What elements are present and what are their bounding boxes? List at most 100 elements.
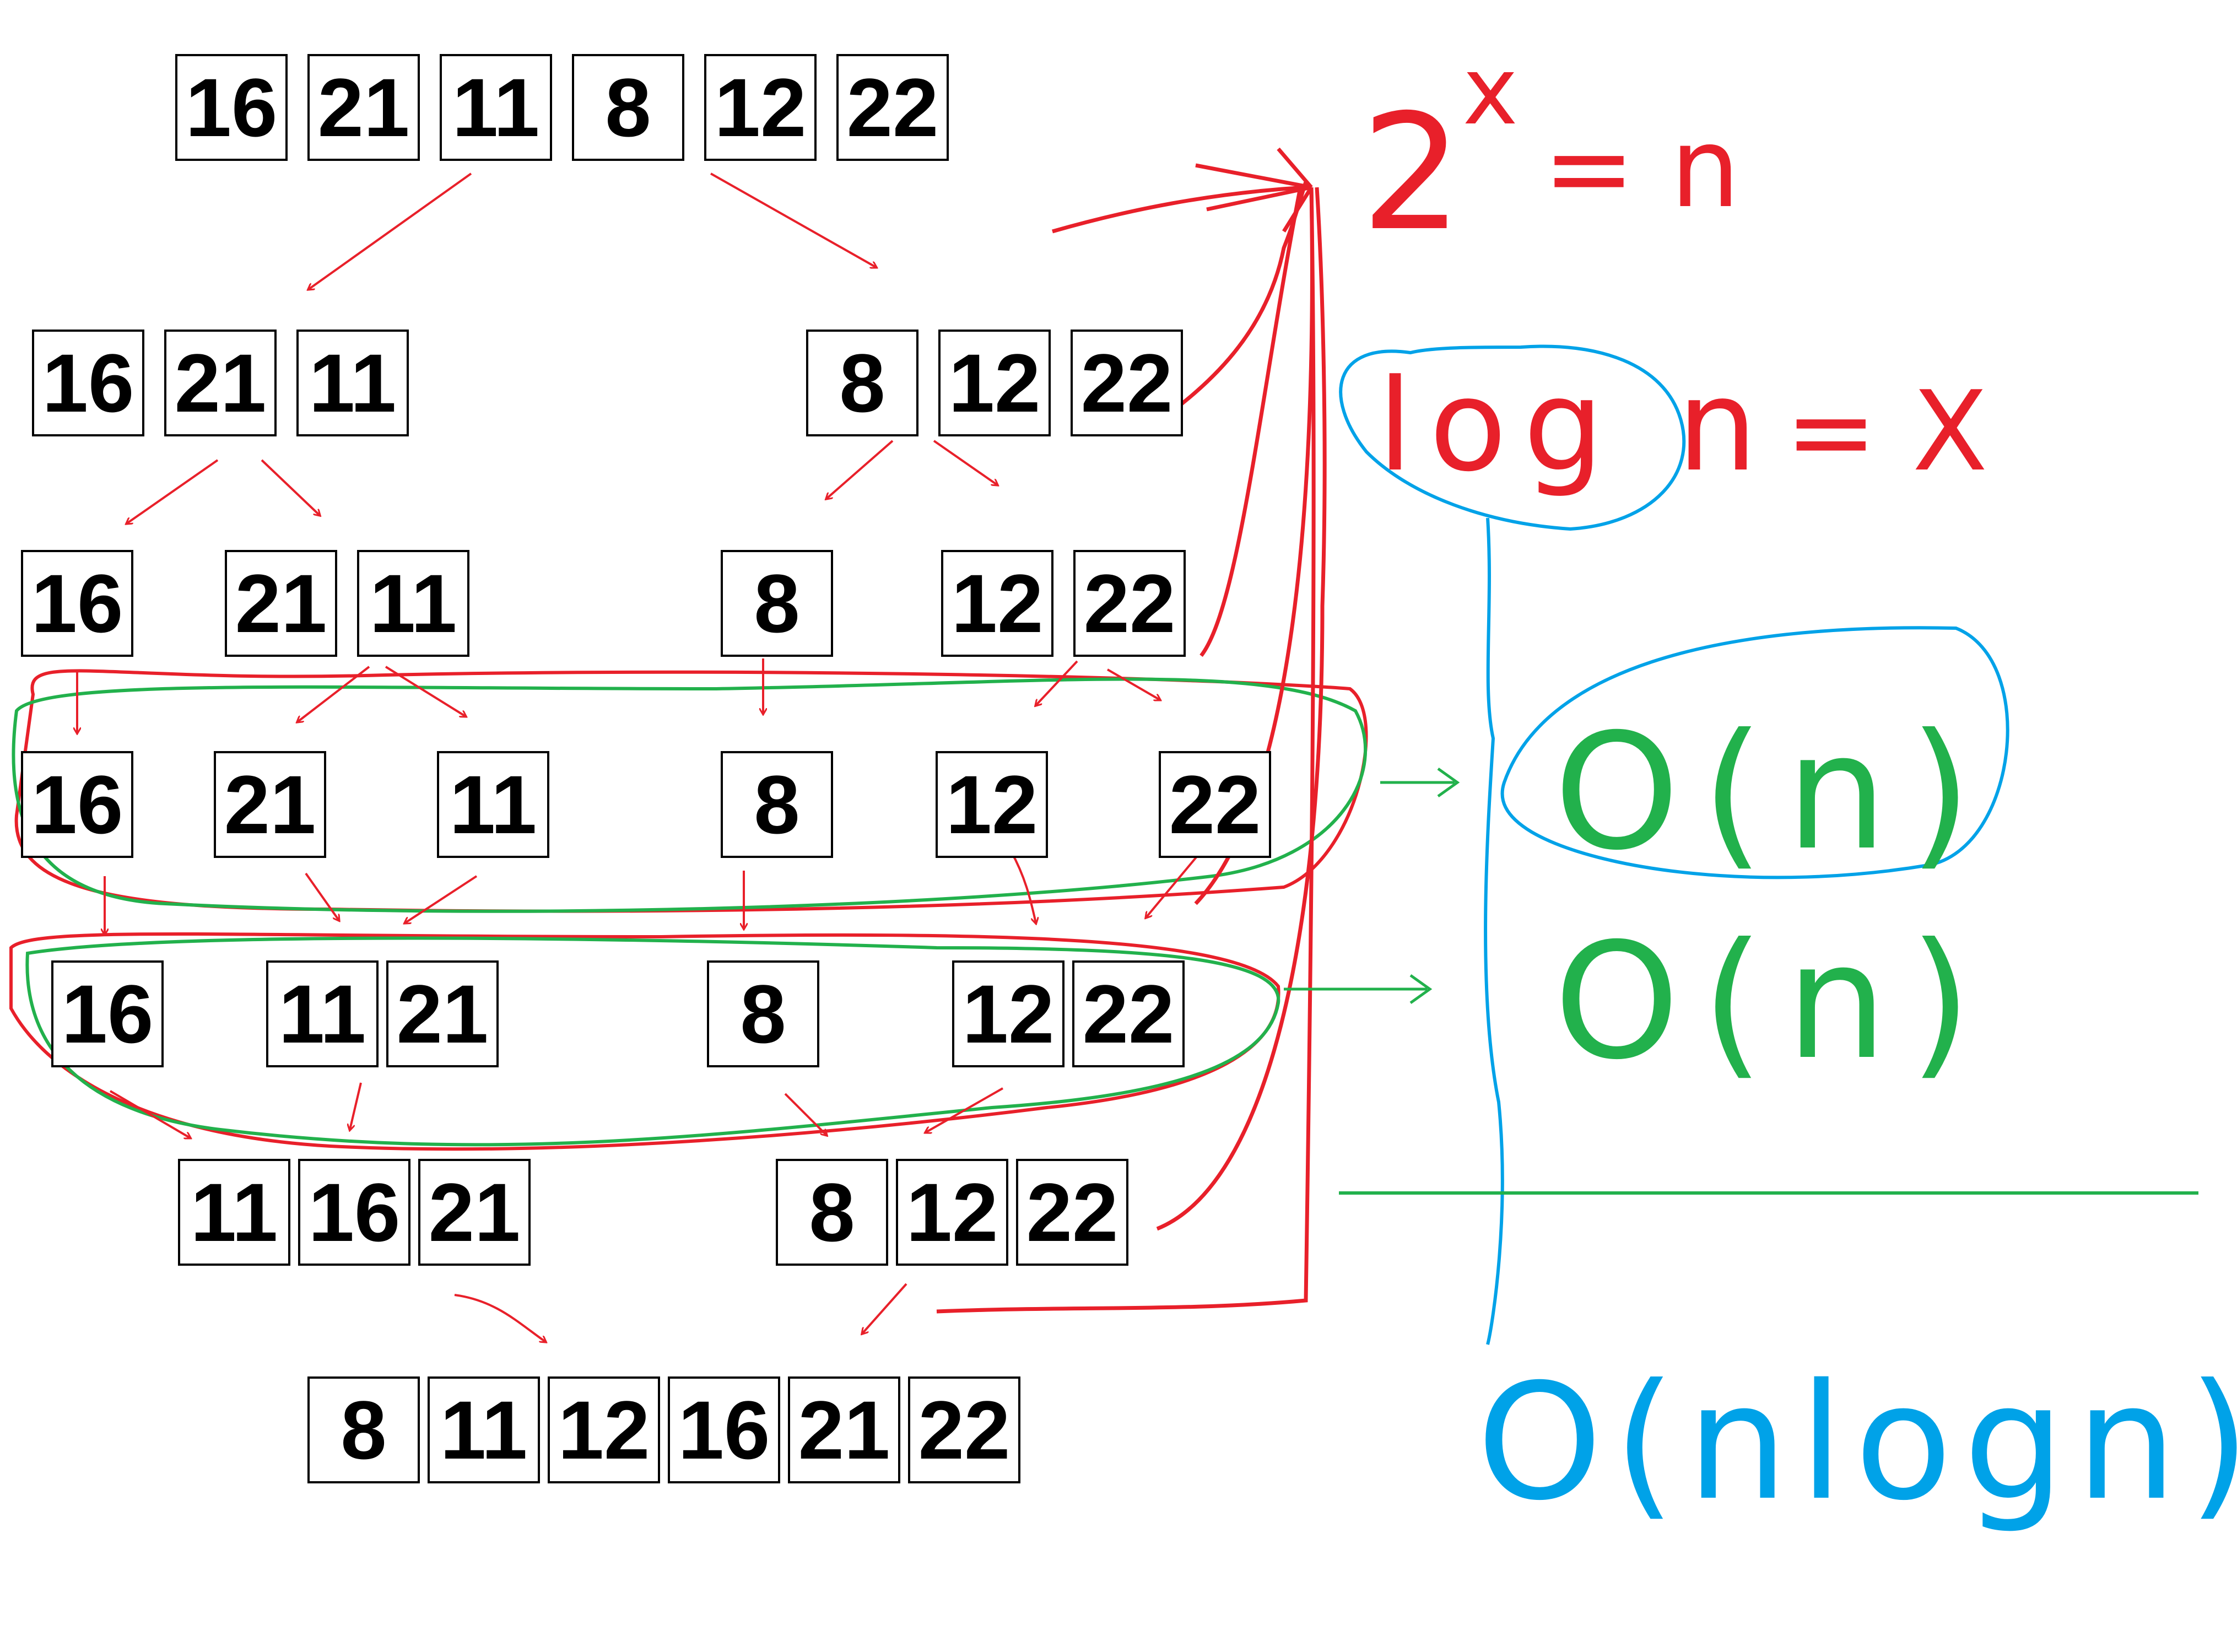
number-cell-box xyxy=(936,751,1048,858)
log-equation: log n= X xyxy=(1377,353,1988,500)
number-cell-box xyxy=(418,1159,531,1266)
number-value: 8 xyxy=(754,557,799,650)
number-cell: 8 xyxy=(307,1376,420,1483)
number-value: 16 xyxy=(186,61,278,154)
number-cell: 12 xyxy=(941,550,1053,657)
number-value: 8 xyxy=(809,1166,855,1259)
number-cell: 22 xyxy=(1159,751,1271,858)
merge-arrow xyxy=(1010,851,1036,923)
number-cell: 21 xyxy=(225,550,337,657)
number-value: 21 xyxy=(318,61,410,154)
number-value: 11 xyxy=(279,968,366,1060)
number-cell-box xyxy=(776,1159,888,1266)
merge-arrow xyxy=(109,1090,190,1138)
number-cell-box xyxy=(704,54,817,161)
total-cost: O(nlogn) xyxy=(1477,1350,2237,1536)
number-value: 22 xyxy=(1169,758,1261,851)
number-cell-box xyxy=(225,550,337,657)
number-value: 8 xyxy=(754,758,799,851)
number-cell-box xyxy=(437,751,549,858)
number-cell: 11 xyxy=(437,751,549,858)
number-cell-box xyxy=(836,54,949,161)
number-value: 12 xyxy=(715,61,807,154)
number-cell: 8 xyxy=(776,1159,888,1266)
merge-arrow xyxy=(1146,850,1202,917)
number-cell-box xyxy=(307,1376,420,1483)
number-value: 8 xyxy=(839,337,885,429)
number-value: 11 xyxy=(191,1166,278,1259)
number-value: 8 xyxy=(740,968,786,1060)
number-cell: 11 xyxy=(428,1376,540,1483)
level-cost-1: O(n) xyxy=(1554,700,1994,886)
number-cell: 22 xyxy=(908,1376,1020,1483)
number-value: 16 xyxy=(42,337,134,429)
number-cell-box xyxy=(164,330,277,436)
merge-arrow xyxy=(405,875,478,923)
number-value: 8 xyxy=(341,1384,386,1476)
log-equation-bubble xyxy=(1339,344,1686,531)
number-value: 11 xyxy=(309,337,397,429)
number-cell-box xyxy=(298,1159,410,1266)
number-cell-box xyxy=(357,550,469,657)
number-cell: 12 xyxy=(548,1376,660,1483)
number-cell: 22 xyxy=(836,54,949,161)
green-level-loop-1 xyxy=(12,677,1368,913)
number-value: 16 xyxy=(31,557,123,650)
number-cell: 12 xyxy=(896,1159,1008,1266)
log-rest: = X xyxy=(1785,368,1988,496)
number-value: 8 xyxy=(605,61,651,154)
number-value: 11 xyxy=(370,557,457,650)
number-cell-box xyxy=(896,1159,1008,1266)
red-arrow-to-exponent-5 xyxy=(936,187,1316,1314)
split-arrow xyxy=(933,440,997,485)
number-value: 21 xyxy=(397,968,489,1060)
split-merge-arrows xyxy=(77,172,1202,1342)
number-cell-box xyxy=(572,54,684,161)
exponent-base: 2 xyxy=(1361,80,1463,266)
split-arrow xyxy=(385,666,466,716)
number-cell: 22 xyxy=(1072,960,1185,1067)
number-cell-box xyxy=(1073,550,1186,657)
number-value: 21 xyxy=(235,557,327,650)
number-value: 12 xyxy=(946,758,1038,851)
number-cell: 12 xyxy=(936,751,1048,858)
number-value: 21 xyxy=(798,1384,890,1476)
merge-arrow xyxy=(305,872,339,920)
red-arrow-to-exponent-1 xyxy=(1052,185,1306,234)
number-cell: 21 xyxy=(214,751,326,858)
number-cell: 21 xyxy=(418,1159,531,1266)
number-cell-box xyxy=(51,960,164,1067)
number-cell: 16 xyxy=(298,1159,410,1266)
number-value: 11 xyxy=(452,61,540,154)
number-cell: 22 xyxy=(1016,1159,1128,1266)
number-cell-box xyxy=(721,751,833,858)
number-value: 12 xyxy=(963,968,1055,1060)
number-cell-box xyxy=(386,960,499,1067)
split-arrow xyxy=(261,459,320,515)
number-cell-box xyxy=(428,1376,540,1483)
number-cell-box xyxy=(296,330,409,436)
number-cell: 21 xyxy=(788,1376,900,1483)
green-pointer-1 xyxy=(1380,767,1460,798)
number-cell-box xyxy=(548,1376,660,1483)
split-arrow xyxy=(826,440,894,499)
number-value: 22 xyxy=(1081,337,1173,429)
number-cell: 8 xyxy=(707,960,819,1067)
split-arrow xyxy=(298,666,370,722)
red-arrow-to-exponent-6 xyxy=(1156,187,1327,1231)
number-value: 22 xyxy=(918,1384,1011,1476)
level-highlight-loops xyxy=(9,147,1460,1314)
number-cell-box xyxy=(440,54,552,161)
exponent-power: x xyxy=(1462,37,1519,146)
number-cell-box xyxy=(668,1376,780,1483)
number-cell: 12 xyxy=(704,54,817,161)
red-arrowhead xyxy=(1195,147,1313,233)
number-cell: 12 xyxy=(952,960,1065,1067)
split-arrow xyxy=(309,172,472,289)
number-cell: 8 xyxy=(721,550,833,657)
number-value: 21 xyxy=(175,337,267,429)
level-cost-bubble xyxy=(1500,626,2009,879)
number-cell: 16 xyxy=(175,54,288,161)
merge-arrow xyxy=(350,1082,362,1130)
